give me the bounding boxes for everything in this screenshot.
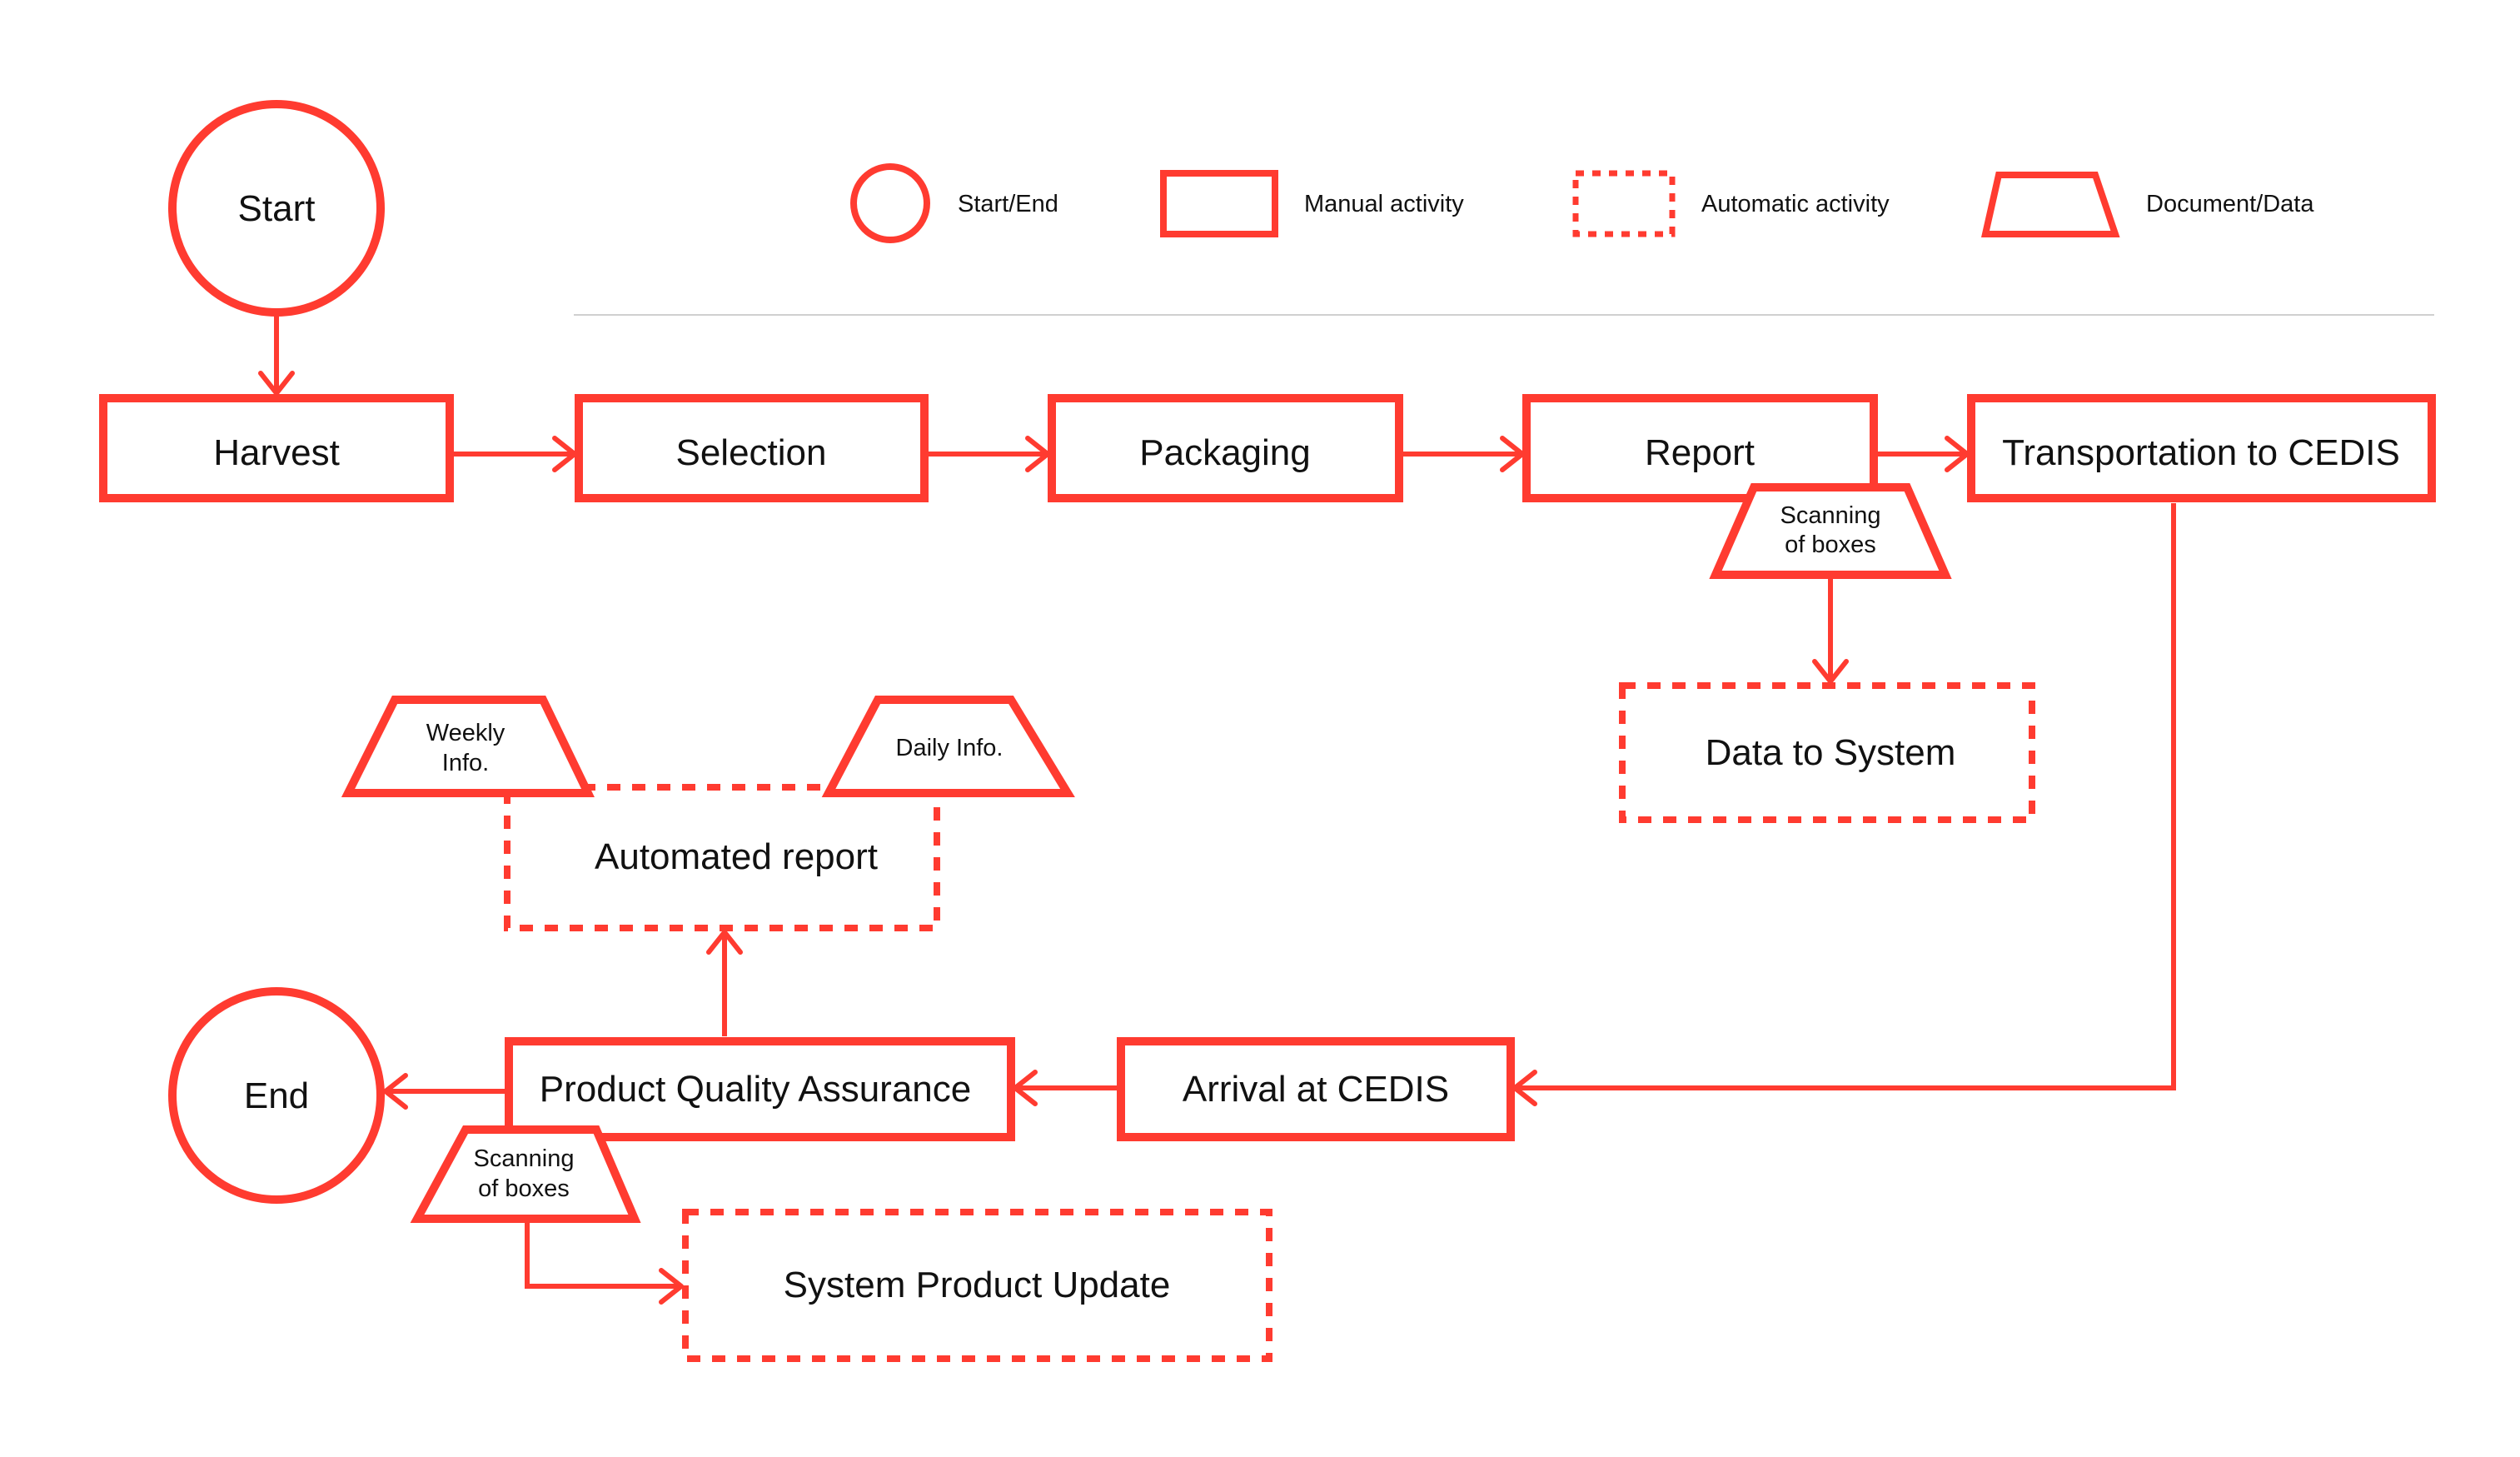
legend-label-start-end: Start/End [958,191,1058,217]
selection-box [575,394,929,502]
system-product-update-box [682,1209,1272,1362]
legend-label-manual: Manual activity [1304,191,1464,217]
packaging-box [1048,394,1403,502]
legend-label-document: Document/Data [2146,191,2314,217]
node-automated-report[interactable]: Automated report [504,784,940,931]
legend-manual-rect-icon [1160,170,1278,237]
legend-label-automatic: Automatic activity [1701,191,1890,217]
weekly-info-line2: Info. [442,750,489,776]
node-scanning-bottom[interactable]: Scanning of boxes [410,1125,641,1223]
selection-label: Selection [675,432,826,473]
arrival-label: Arrival at CEDIS [1183,1069,1449,1110]
node-daily-info[interactable]: Daily Info. [821,696,1075,797]
weekly-info-trapezoid [341,696,595,797]
daily-info-trapezoid [821,696,1075,797]
node-system-product-update[interactable]: System Product Update [682,1209,1272,1362]
harvest-label: Harvest [213,432,340,473]
system-product-update-label: System Product Update [784,1265,1171,1305]
node-harvest[interactable]: Harvest [99,394,454,502]
arrowhead-icon [706,930,743,955]
arrival-box [1117,1037,1515,1141]
scanning-bottom-line2: of boxes [478,1175,570,1202]
data-to-system-box [1619,682,2035,823]
node-product-quality-assurance[interactable]: Product Quality Assurance [505,1037,1015,1141]
pqa-label: Product Quality Assurance [540,1069,971,1110]
scanning-bottom-line1: Scanning [474,1145,575,1172]
scanning-top-line1: Scanning [1780,502,1881,529]
automated-report-box [504,784,940,931]
legend-automatic-rect-icon [1572,170,1676,237]
scanning-top-trapezoid [1709,483,1952,579]
scanning-top-line2: of boxes [1785,531,1876,558]
packaging-label: Packaging [1139,432,1310,473]
edge-transport-arrival [1515,503,2176,1090]
end-circle [168,987,385,1204]
node-scanning-top[interactable]: Scanning of boxes [1709,483,1952,579]
legend-trapezoid-icon [1980,172,2120,237]
edge-scan-system-update [525,1223,681,1289]
node-report[interactable]: Report [1522,394,1878,502]
node-packaging[interactable]: Packaging [1048,394,1403,502]
node-weekly-info[interactable]: Weekly Info. [341,696,595,797]
weekly-info-line1: Weekly [426,720,505,746]
automated-report-label: Automated report [595,836,878,877]
node-end[interactable]: End [168,987,385,1204]
daily-info-label: Daily Info. [896,735,1004,761]
node-start[interactable]: Start [168,100,385,317]
arrowhead-icon [258,371,295,396]
report-label: Report [1645,432,1755,473]
data-to-system-label: Data to System [1706,732,1956,773]
node-transport[interactable]: Transportation to CEDIS [1967,394,2436,502]
transport-label: Transportation to CEDIS [2002,432,2400,473]
connectors [258,312,2176,1305]
node-arrival-at-cedis[interactable]: Arrival at CEDIS [1117,1037,1515,1141]
arrowhead-icon [383,1073,408,1110]
legend-circle-icon [850,163,930,243]
node-data-to-system[interactable]: Data to System [1619,682,2035,823]
pqa-box [505,1037,1015,1141]
arrowhead-icon [659,1268,684,1305]
report-box [1522,394,1878,502]
scanning-bottom-trapezoid [410,1125,641,1223]
start-label: Start [238,188,316,229]
transport-box [1967,394,2436,502]
legend: Start/End Manual activity Automatic acti… [850,163,2314,243]
harvest-box [99,394,454,502]
start-circle [168,100,385,317]
arrowhead-icon [1812,659,1849,684]
end-label: End [244,1075,309,1116]
node-selection[interactable]: Selection [575,394,929,502]
